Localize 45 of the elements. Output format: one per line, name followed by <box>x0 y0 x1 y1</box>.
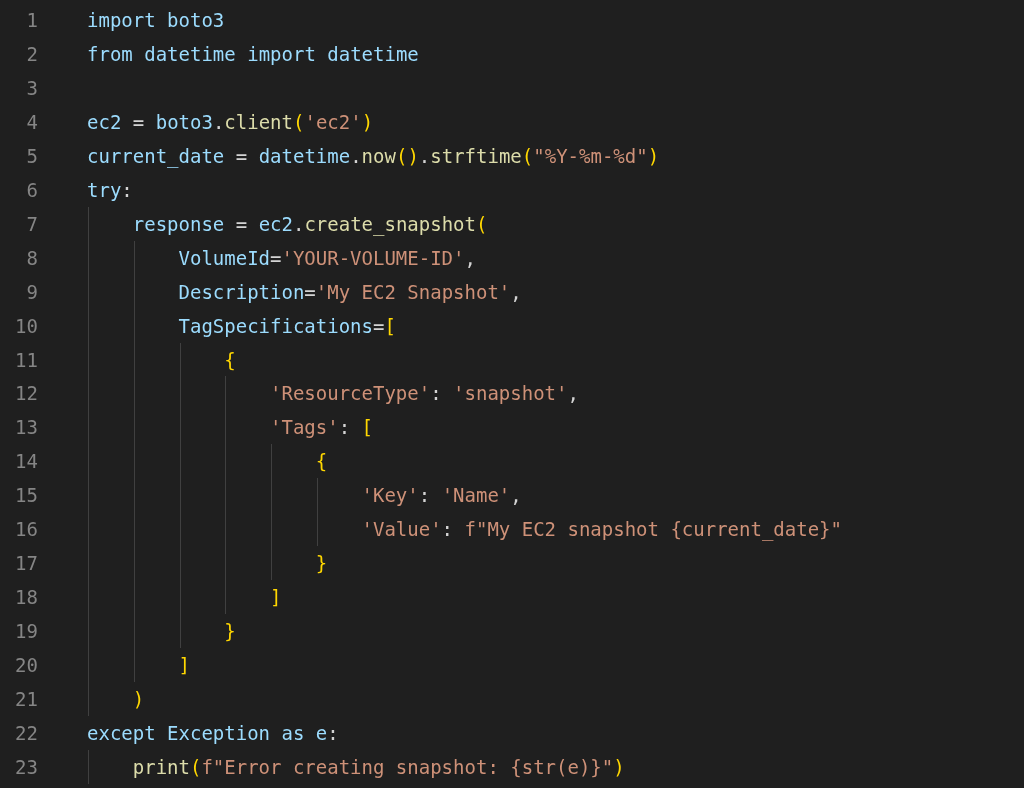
code-line: TagSpecifications=[ <box>178 313 396 339</box>
line-number: 18 <box>14 585 38 611</box>
line-number: 22 <box>14 720 38 746</box>
line-number: 12 <box>14 381 38 407</box>
line-number: 21 <box>14 687 38 712</box>
code-line: Description='My EC2 Snapshot', <box>178 279 522 305</box>
code-line: from datetime import datetime <box>87 41 419 67</box>
line-number: 8 <box>25 245 38 271</box>
code-line: current_date = datetime.now().strftime("%Y-%m-%d") <box>87 143 660 169</box>
line-number: 13 <box>14 415 38 441</box>
line-number: 2 <box>25 41 38 67</box>
line-number: 23 <box>14 754 38 780</box>
code-line: } <box>315 551 328 577</box>
line-number: 20 <box>14 653 38 679</box>
code-line: 'Tags': [ <box>270 415 373 441</box>
line-number: 15 <box>14 483 38 509</box>
line-number: 7 <box>25 211 38 237</box>
line-number: 1 <box>25 8 38 33</box>
line-number: 16 <box>14 517 38 543</box>
line-number: 4 <box>25 109 38 135</box>
code-line: 'Key': 'Name', <box>361 483 522 509</box>
code-line: import boto3 <box>87 8 225 33</box>
code-line: print(f"Error creating snapshot: {str(e)}") <box>132 754 625 780</box>
code-line: response = ec2.create_snapshot( <box>132 211 488 237</box>
code-line: { <box>224 347 236 373</box>
code-line: ec2 = boto3.client('ec2') <box>87 109 374 135</box>
line-number: 11 <box>14 347 38 373</box>
line-number: 9 <box>25 279 38 305</box>
line-number: 19 <box>14 619 38 645</box>
code-line: VolumeId='YOUR-VOLUME-ID', <box>178 245 476 271</box>
code-line: ] <box>178 653 190 679</box>
line-number: 10 <box>14 313 38 339</box>
code-line: try: <box>87 177 133 203</box>
code-line: 'ResourceType': 'snapshot', <box>270 381 579 407</box>
line-number: 14 <box>14 449 38 475</box>
line-number: 6 <box>25 177 38 203</box>
code-line: { <box>315 449 328 475</box>
line-number: 17 <box>14 551 38 577</box>
code-line: except Exception as e: <box>87 720 339 746</box>
code-line: 'Value': f"My EC2 snapshot {current_date}" <box>361 517 842 543</box>
code-line: ] <box>270 585 282 611</box>
code-line: } <box>224 619 236 645</box>
line-number: 3 <box>25 75 38 101</box>
code-line: ) <box>132 687 145 712</box>
line-number: 5 <box>25 143 38 169</box>
